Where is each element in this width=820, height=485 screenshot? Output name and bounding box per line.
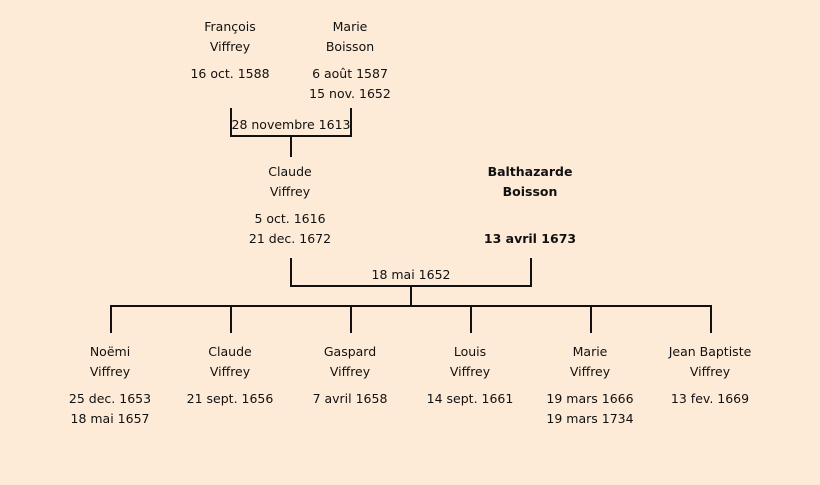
first-name: Louis (453, 344, 487, 359)
child-louis: Louis Viffrey 14 sept. 1661 (400, 342, 540, 409)
sibling-line (110, 305, 712, 307)
death-date: 19 mars 1734 (546, 411, 634, 426)
death-date: 18 mai 1657 (70, 411, 150, 426)
person-francois-viffrey: François Viffrey 16 oct. 1588 (160, 17, 300, 84)
last-name: Viffrey (569, 364, 611, 379)
child-claude: Claude Viffrey 21 sept. 1656 (160, 342, 300, 409)
child-line (110, 305, 112, 333)
last-name: Viffrey (209, 364, 251, 379)
child-line (710, 305, 712, 333)
birth-date: 21 sept. 1656 (186, 391, 274, 406)
birth-date: 5 oct. 1616 (254, 211, 326, 226)
birth-date (460, 209, 600, 229)
first-name: Claude (268, 164, 312, 179)
birth-date: 13 fev. 1669 (670, 391, 750, 406)
last-name: Viffrey (689, 364, 731, 379)
connector-line (530, 258, 532, 287)
last-name: Viffrey (89, 364, 131, 379)
last-name: Viffrey (209, 39, 251, 54)
person-balthazarde-boisson: Balthazarde Boisson 13 avril 1673 (460, 162, 600, 249)
first-name: Gaspard (323, 344, 377, 359)
last-name: Boisson (325, 39, 375, 54)
person-marie-boisson: Marie Boisson 6 août 1587 15 nov. 1652 (280, 17, 420, 104)
marriage-date: 28 novembre 1613 (231, 117, 351, 132)
descent-line (410, 285, 412, 306)
birth-date: 7 avril 1658 (312, 391, 388, 406)
connector-line (230, 108, 232, 137)
birth-date: 14 sept. 1661 (426, 391, 514, 406)
descent-line (290, 135, 292, 157)
birth-date: 16 oct. 1588 (190, 66, 270, 81)
last-name: Viffrey (449, 364, 491, 379)
first-name: Balthazarde (487, 164, 573, 179)
last-name: Boisson (502, 184, 558, 199)
first-name: François (204, 19, 256, 34)
child-jean-baptiste: Jean Baptiste Viffrey 13 fev. 1669 (640, 342, 780, 409)
child-noemi: Noëmi Viffrey 25 dec. 1653 18 mai 1657 (40, 342, 180, 429)
last-name: Viffrey (269, 184, 311, 199)
death-date: 21 dec. 1672 (248, 231, 332, 246)
connector-line (290, 258, 292, 287)
child-line (230, 305, 232, 333)
death-date: 15 nov. 1652 (309, 86, 391, 101)
birth-date: 6 août 1587 (312, 66, 388, 81)
child-gaspard: Gaspard Viffrey 7 avril 1658 (280, 342, 420, 409)
birth-date: 19 mars 1666 (546, 391, 634, 406)
child-line (470, 305, 472, 333)
child-line (350, 305, 352, 333)
first-name: Claude (208, 344, 252, 359)
connector-line (350, 108, 352, 137)
last-name: Viffrey (329, 364, 371, 379)
first-name: Jean Baptiste (668, 344, 752, 359)
first-name: Marie (332, 19, 368, 34)
marriage-date: 18 mai 1652 (371, 267, 451, 282)
person-claude-viffrey: Claude Viffrey 5 oct. 1616 21 dec. 1672 (220, 162, 360, 249)
child-marie: Marie Viffrey 19 mars 1666 19 mars 1734 (520, 342, 660, 429)
first-name: Noëmi (89, 344, 131, 359)
child-line (590, 305, 592, 333)
birth-date: 25 dec. 1653 (68, 391, 152, 406)
death-date: 13 avril 1673 (483, 231, 577, 246)
first-name: Marie (572, 344, 608, 359)
